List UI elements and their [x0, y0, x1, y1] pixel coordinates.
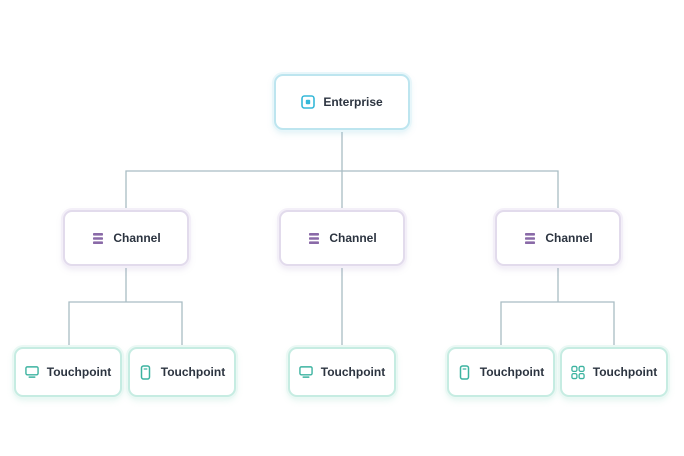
phone-icon	[139, 364, 153, 380]
touchpoint-label: Touchpoint	[160, 365, 226, 379]
enterprise-node[interactable]: Enterprise	[274, 74, 410, 130]
touchpoint-node-2-1[interactable]: Touchpoint	[288, 347, 396, 397]
touchpoint-node-3-2[interactable]: Touchpoint	[560, 347, 668, 397]
monitor-icon	[299, 365, 313, 379]
phone-icon	[458, 364, 472, 380]
touchpoint-node-1-1[interactable]: Touchpoint	[14, 347, 122, 397]
channel-node-1[interactable]: Channel	[63, 210, 189, 266]
touchpoint-node-3-1[interactable]: Touchpoint	[447, 347, 555, 397]
channel-label: Channel	[545, 231, 593, 245]
channel-label: Channel	[113, 231, 161, 245]
apps-grid-icon	[571, 365, 585, 379]
stack-icon	[91, 231, 105, 245]
monitor-icon	[25, 365, 39, 379]
touchpoint-label: Touchpoint	[592, 365, 658, 379]
touchpoint-label: Touchpoint	[479, 365, 545, 379]
stack-icon	[523, 231, 537, 245]
connector-channel-1-bus	[68, 301, 183, 347]
enterprise-label: Enterprise	[323, 95, 383, 109]
touchpoint-label: Touchpoint	[46, 365, 112, 379]
stack-icon	[307, 231, 321, 245]
connector-channel-3-bus	[500, 301, 615, 347]
channel-node-3[interactable]: Channel	[495, 210, 621, 266]
touchpoint-label: Touchpoint	[320, 365, 386, 379]
square-dot-icon	[301, 95, 316, 109]
channel-node-2[interactable]: Channel	[279, 210, 405, 266]
channel-label: Channel	[329, 231, 377, 245]
touchpoint-node-1-2[interactable]: Touchpoint	[128, 347, 236, 397]
